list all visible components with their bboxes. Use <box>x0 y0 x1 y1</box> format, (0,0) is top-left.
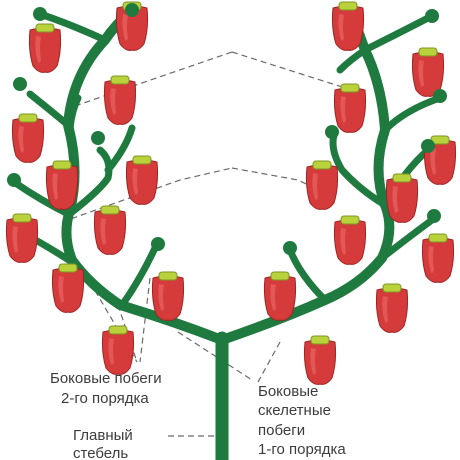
shoot-tip-icon <box>91 131 105 145</box>
pepper-icon <box>303 335 337 385</box>
shoot-tip-icon <box>421 139 435 153</box>
side-shoot-left-8 <box>104 124 136 174</box>
skeletal-shoot-right <box>217 5 395 345</box>
leader-line-skeletal-b <box>257 341 281 383</box>
pepper-icon <box>411 47 445 97</box>
pepper-icon <box>421 233 455 283</box>
side-shoot-right-6 <box>361 12 436 54</box>
leader-line-skeletal-a <box>177 331 253 381</box>
label-skeletal-line1: Боковые <box>258 383 319 400</box>
side-shoot-right-2 <box>378 216 436 262</box>
pepper-icon <box>375 283 409 333</box>
leader-line-upper-right <box>231 51 359 93</box>
side-shoot-right-7 <box>336 46 369 74</box>
label-skeletal-line2: скелетные <box>258 402 331 419</box>
side-shoot-right-4 <box>329 131 389 209</box>
shoot-tip-icon <box>325 125 339 139</box>
label-side-shoots-2nd-line2: 2-го порядка <box>61 390 149 407</box>
pepper-icon <box>93 205 127 255</box>
shoot-tip-icon <box>151 237 165 251</box>
side-shoot-left-1 <box>118 244 159 309</box>
pepper-icon <box>333 83 367 133</box>
pepper-icon <box>305 160 339 210</box>
label-side-shoots-2nd-line1: Боковые побеги <box>50 370 162 387</box>
pepper-icon <box>151 271 185 321</box>
label-main-stem-line2: стебель <box>73 445 129 460</box>
pepper-icon <box>125 155 159 205</box>
pepper-icon <box>103 75 137 125</box>
shoot-tip-icon <box>283 241 297 255</box>
label-skeletal-line3: побеги <box>258 422 306 439</box>
shoot-tip-icon <box>13 77 27 91</box>
pepper-icon <box>28 23 62 73</box>
leader-line-upper-left <box>74 51 233 107</box>
shoot-tip-icon <box>425 9 439 23</box>
pepper-icon <box>263 271 297 321</box>
side-shoot-left-3 <box>10 178 74 219</box>
pepper-icon <box>331 1 365 51</box>
label-skeletal-line4: 1-го порядка <box>258 441 346 458</box>
plant-stems <box>10 5 444 460</box>
shoot-tip-icon <box>433 89 447 103</box>
label-main-stem-line1: Главный <box>73 427 133 444</box>
pepper-icon <box>333 215 367 265</box>
side-shoot-left-6 <box>26 90 72 129</box>
pepper-icon <box>11 113 45 163</box>
shoot-tip-icon <box>7 173 21 187</box>
pepper-icon <box>45 160 79 210</box>
shoot-tip-icon <box>427 209 441 223</box>
pepper-icon <box>5 213 39 263</box>
shoot-tip-icon <box>33 7 47 21</box>
pepper-icon <box>101 325 135 375</box>
leader-line-2nd-order-c <box>139 277 151 363</box>
shoot-tip-icon <box>125 3 139 17</box>
pepper-icon <box>51 263 85 313</box>
leader-line-2nd-order-a <box>89 281 138 363</box>
pepper-icon <box>385 173 419 223</box>
side-shoot-right-5 <box>381 94 444 134</box>
side-shoot-left-4 <box>68 146 113 216</box>
